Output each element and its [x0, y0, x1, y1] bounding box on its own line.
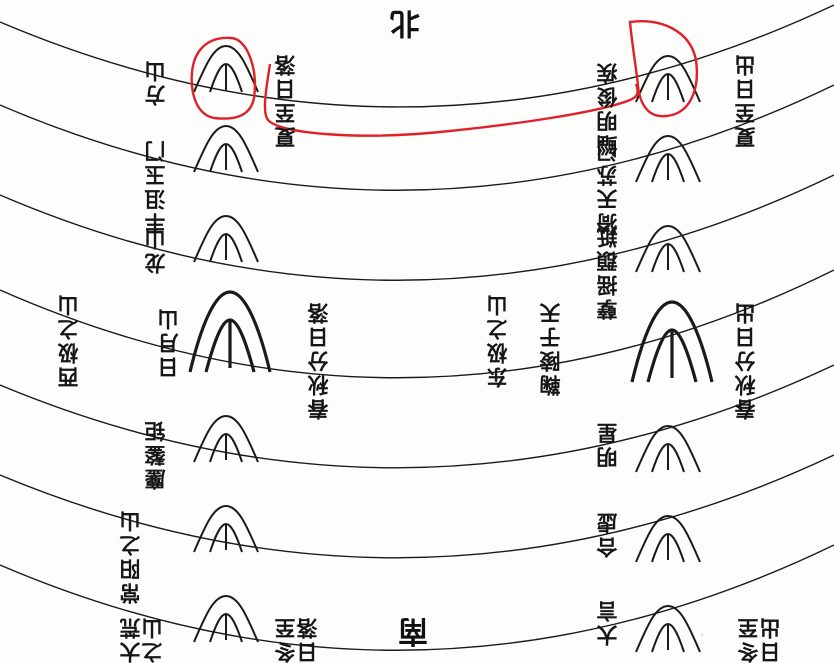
arc-7 — [0, 544, 834, 651]
winter-solstice-sunset: 冬至日落 — [274, 615, 321, 663]
peak-icon — [630, 300, 714, 383]
red-highlights — [190, 20, 699, 137]
east-mountain-7: 大言 — [596, 598, 620, 646]
highlight-circle-west — [190, 36, 257, 120]
east-peaks — [630, 54, 714, 653]
arc-1 — [0, 4, 834, 108]
east-extreme-mountain: 东极之山 — [486, 292, 510, 388]
peak-icon — [635, 134, 701, 183]
north-label: 北 — [390, 5, 420, 40]
winter-solstice-sunrise: 冬至日出 — [737, 615, 784, 663]
smudge-mark: · — [700, 628, 704, 644]
peak-icon — [193, 214, 259, 263]
summer-solstice-sunrise: 夏至日出 — [734, 52, 758, 148]
west-extreme-mountain: 西极之山 — [57, 292, 81, 388]
arc-5 — [0, 364, 834, 469]
west-mountain-7: 大荒之山 — [119, 615, 166, 663]
east-mountain-4: 鞠陵于天 — [539, 300, 563, 396]
summer-solstice-sunset: 夏至日落 — [274, 52, 298, 148]
peak-icon — [635, 424, 701, 473]
arc-6 — [0, 454, 834, 559]
equinox-sunrise: 春秋分日出 — [734, 300, 758, 420]
peak-icon — [193, 594, 259, 643]
peak-icon — [193, 44, 259, 93]
peak-icon — [635, 604, 701, 653]
west-mountain-6: 常阳之山 — [119, 508, 143, 604]
south-label: 南 — [398, 613, 428, 648]
peak-icon — [635, 224, 701, 273]
west-mountain-5: 鏖鏊钜 — [144, 418, 168, 490]
west-mountain-2: 丰沮玉门 — [144, 138, 168, 234]
latitude-arcs — [0, 4, 834, 651]
east-mountain-5: 明星 — [596, 420, 620, 468]
peak-icon — [635, 54, 701, 103]
peak-icon — [188, 290, 272, 373]
west-peaks — [188, 44, 272, 643]
arc-3 — [0, 174, 834, 281]
arc-2 — [0, 84, 834, 191]
peak-icon — [193, 504, 259, 553]
east-mountain-6: 合虚 — [596, 510, 620, 558]
peak-icon — [635, 514, 701, 563]
west-mountain-1: 方山 — [144, 58, 168, 106]
west-mountain-4: 日月山 — [157, 306, 181, 378]
highlight-circle-east — [628, 20, 699, 118]
peak-icon — [193, 124, 259, 173]
peak-icon — [193, 414, 259, 463]
highlight-connector — [263, 63, 639, 137]
west-mountain-3: 龙山 — [144, 226, 168, 274]
east-mountain-3: 孽摇頵羝 — [596, 224, 620, 320]
equinox-sunset: 春秋分日落 — [307, 300, 331, 420]
arc-4 — [0, 269, 834, 379]
east-mountain-2: 猗天苏门 — [596, 138, 620, 234]
